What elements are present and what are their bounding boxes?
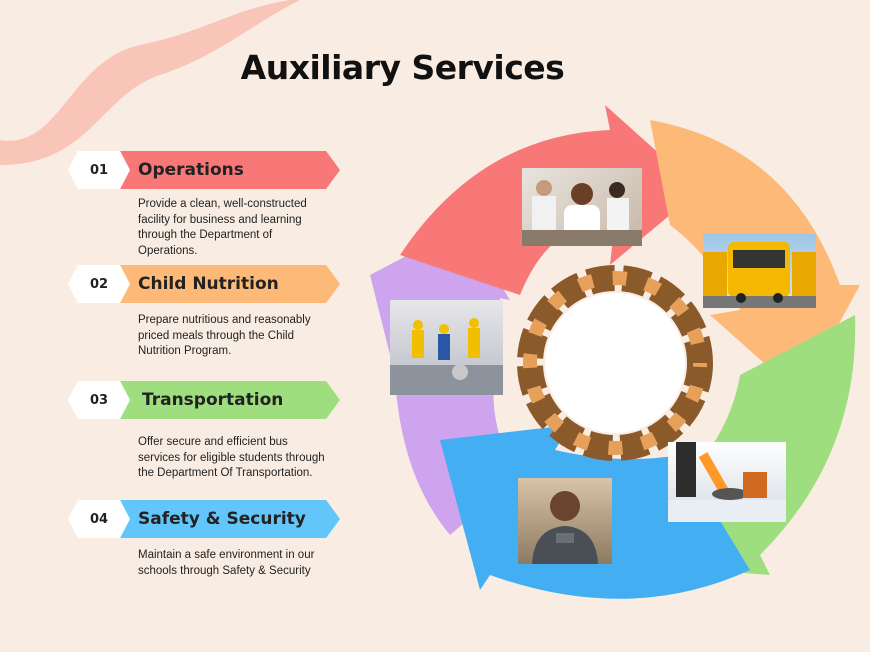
school-bus-photo [703,234,816,308]
service-number: 04 [68,500,130,538]
service-title: Operations [138,160,244,180]
banner-bar [108,381,340,419]
service-number: 02 [68,265,130,303]
service-title: Safety & Security [138,509,306,529]
service-child-nutrition: 02 Child Nutrition Prepare nutritious an… [68,265,348,360]
service-safety-security: 04 Safety & Security Maintain a safe env… [68,500,348,579]
service-banner: 02 Child Nutrition [68,265,348,303]
service-number: 03 [68,381,130,419]
maintenance-workers-photo [390,300,503,395]
banner-bar [108,265,340,303]
service-banner: 03 Transportation [68,381,348,419]
service-transportation: 03 Transportation Offer secure and effic… [68,381,348,482]
service-title: Child Nutrition [138,274,279,294]
service-operations: 01 Operations Provide a clean, well-cons… [68,151,348,259]
service-number: 01 [68,151,130,189]
service-banner: 01 Operations [68,151,348,189]
service-description: Provide a clean, well-constructed facili… [138,198,307,257]
security-officer-photo [518,478,612,564]
cafeteria-photo [522,168,642,246]
service-description: Prepare nutritious and reasonably priced… [138,314,311,357]
page-title: Auxiliary Services [240,48,565,87]
service-banner: 04 Safety & Security [68,500,348,538]
decorative-wave [0,0,300,165]
floor-cleaning-photo [668,442,786,522]
service-title: Transportation [142,390,284,410]
service-description: Offer secure and efficient bus services … [138,436,325,479]
banner-bar [108,151,340,189]
service-description: Maintain a safe environment in our schoo… [138,549,315,577]
banner-bar [108,500,340,538]
